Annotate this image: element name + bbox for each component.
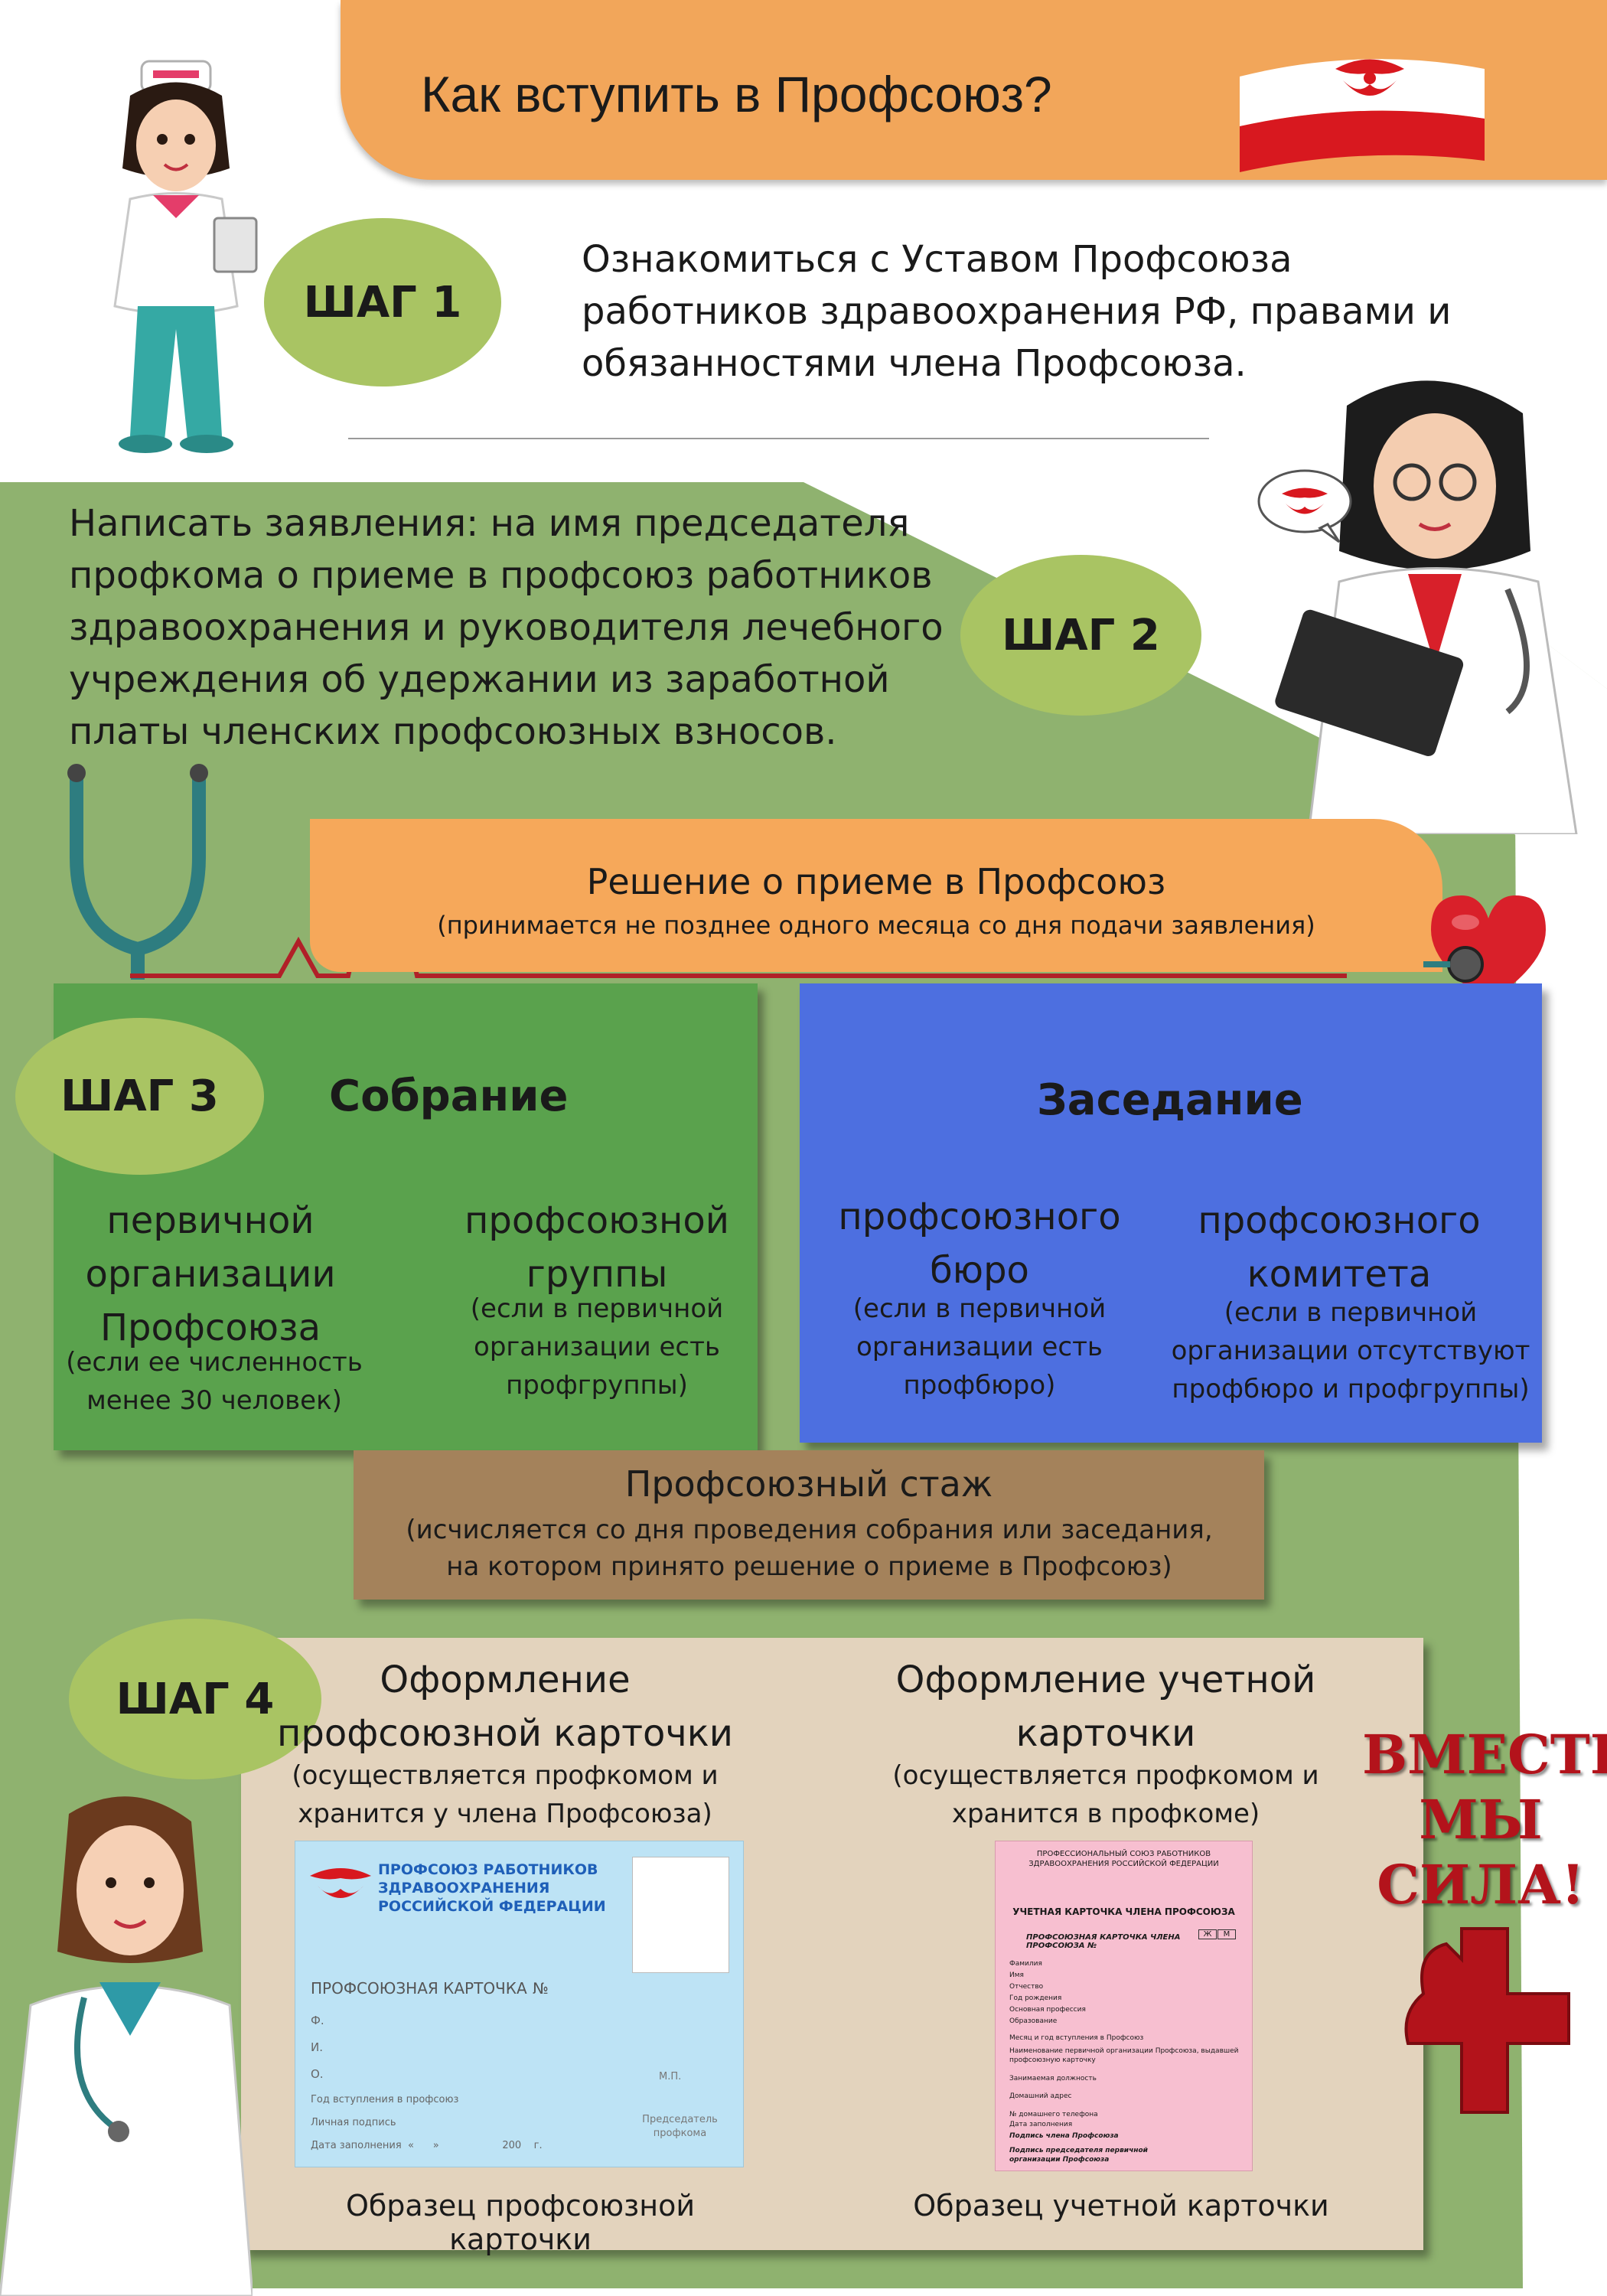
account-card-field-2: Отчество (1009, 1983, 1044, 1991)
account-card-header: ПРОФЕССИОНАЛЬНЫЙ СОЮЗ РАБОТНИКОВ ЗДРАВОО… (1028, 1850, 1219, 1868)
slogan-line1: ВМЕСТЕ (1362, 1723, 1607, 1786)
meeting-col1-title: первичной организации Профсоюза (85, 1199, 336, 1349)
step1-divider (348, 438, 1209, 439)
page-title: Как вступить в Профсоюз? (421, 66, 1052, 122)
account-card-field-13: Подпись председателя первичной организац… (1009, 2147, 1148, 2164)
account-card-gender-2: М (1217, 1929, 1236, 1939)
slogan: ВМЕСТЕ МЫ СИЛА! (1362, 1722, 1607, 1917)
step2-text: Написать заявления: на имя председателя … (69, 502, 944, 753)
union-card-field-f: Ф. (311, 2014, 324, 2027)
meeting-col1-note: (если ее численность менее 30 человек) (66, 1347, 363, 1416)
speech-bubble-icon (1257, 469, 1352, 543)
decision-banner (310, 819, 1442, 972)
session-col2-note: (если в первичной организации отсутствую… (1171, 1297, 1530, 1404)
session-col1-note: (если в первичной организации есть профб… (852, 1293, 1107, 1401)
session-col1-title: профсоюзного бюро (838, 1195, 1121, 1292)
meeting-col2-title: профсоюзной группы (464, 1199, 729, 1296)
account-card-field-12: Подпись члена Профсоюза (1009, 2132, 1119, 2140)
step2-badge: ШАГ 2 (960, 555, 1201, 716)
union-card-signer: Председатель профкома (642, 2114, 718, 2139)
step4-badge: ШАГ 4 (69, 1619, 321, 1779)
decision-note: (принимается не позднее одного месяца со… (437, 911, 1315, 940)
account-card-field-11: Дата заполнения (1009, 2121, 1073, 2128)
account-card-field-5: Образование (1009, 2017, 1058, 2025)
account-card-caption: Образец учетной карточки (913, 2189, 1329, 2223)
union-card-title: ПРОФСОЮЗНАЯ КАРТОЧКА (311, 1979, 527, 1998)
decision-title: Решение о приеме в Профсоюз (586, 861, 1166, 902)
account-card-field-3: Год рождения (1009, 1994, 1062, 2002)
step4-right-note: (осуществляется профкомом и хранится в п… (892, 1760, 1319, 1829)
account-card-sample: ПРОФЕССИОНАЛЬНЫЙ СОЮЗ РАБОТНИКОВ ЗДРАВОО… (995, 1841, 1253, 2171)
step3-label: ШАГ 3 (60, 1071, 219, 1121)
union-card-sample: ПРОФСОЮЗ РАБОТНИКОВ ЗДРАВООХРАНЕНИЯ РОСС… (295, 1841, 744, 2167)
doctor-tablet-illustration (1275, 380, 1578, 834)
nurse-illustration (113, 60, 258, 453)
step4-left-note: (осуществляется профкомом и хранится у ч… (292, 1760, 719, 1829)
step1-badge: ШАГ 1 (264, 218, 501, 386)
union-card-field-o: О. (311, 2067, 324, 2081)
account-card-field-1: Имя (1009, 1971, 1024, 1979)
union-card-caption: Образец профсоюзной карточки (345, 2189, 696, 2256)
muscle-cross-icon (1404, 1927, 1570, 2114)
account-card-field-0: Фамилия (1009, 1960, 1042, 1968)
account-card-field-8: Занимаемая должность (1009, 2075, 1097, 2082)
step1-label: ШАГ 1 (303, 277, 462, 328)
account-card-field-9: Домашний адрес (1009, 2092, 1072, 2100)
session-col2-title: профсоюзного комитета (1198, 1199, 1481, 1296)
account-card-field-4: Основная профессия (1009, 2006, 1086, 2014)
stazh-title: Профсоюзный стаж (624, 1463, 993, 1505)
account-card-field-6: Месяц и год вступления в Профсоюз (1009, 2034, 1144, 2042)
union-card-field-year: Год вступления в профсоюз (311, 2094, 459, 2105)
account-card-field-10: № домашнего телефона (1009, 2111, 1098, 2118)
session-title: Заседание (1037, 1075, 1303, 1125)
heart-icon (1423, 895, 1546, 1003)
step1-text: Ознакомиться с Уставом Профсоюза работни… (582, 238, 1452, 385)
account-card-gender-1: Ж (1198, 1929, 1217, 1939)
step4-left-title: Оформление профсоюзной карточки (277, 1658, 733, 1755)
union-card-photo-area (632, 1857, 729, 1973)
slogan-line3: СИЛА! (1377, 1853, 1585, 1916)
union-logo-icon (1335, 59, 1404, 96)
meeting-title: Собрание (329, 1071, 569, 1121)
session-panel (800, 983, 1542, 1443)
stazh-note: (исчисляется со дня проведения собрания … (406, 1515, 1213, 1582)
slogan-line2: МЫ (1419, 1788, 1543, 1851)
union-card-field-i: И. (311, 2040, 323, 2054)
union-card-header: ПРОФСОЮЗ РАБОТНИКОВ ЗДРАВООХРАНЕНИЯ РОСС… (378, 1861, 606, 1915)
meeting-col2-note: (если в первичной организации есть профг… (470, 1293, 724, 1401)
union-card-stamp-mark: М.П. (659, 2071, 682, 2082)
step2-label: ШАГ 2 (1002, 610, 1160, 660)
step3-badge: ШАГ 3 (15, 1018, 264, 1175)
account-card-field-7: Наименование первичной организации Профс… (1009, 2047, 1239, 2064)
step4-right-title: Оформление учетной карточки (895, 1658, 1316, 1755)
union-card-number: № (533, 1979, 549, 1998)
union-card-logo-icon (310, 1868, 371, 1898)
doctor-woman-illustration (0, 1796, 253, 2296)
stazh-panel (354, 1450, 1264, 1600)
account-card-subtitle: ПРОФСОЮЗНАЯ КАРТОЧКА ЧЛЕНА ПРОФСОЮЗА № (1026, 1933, 1181, 1950)
union-card-field-date: Дата заполнения « » 200 г. (311, 2140, 543, 2151)
account-card-title: УЧЕТНАЯ КАРТОЧКА ЧЛЕНА ПРОФСОЮЗА (1012, 1906, 1235, 1917)
step4-label: ШАГ 4 (116, 1674, 275, 1724)
union-card-field-sign: Личная подпись (311, 2117, 396, 2128)
